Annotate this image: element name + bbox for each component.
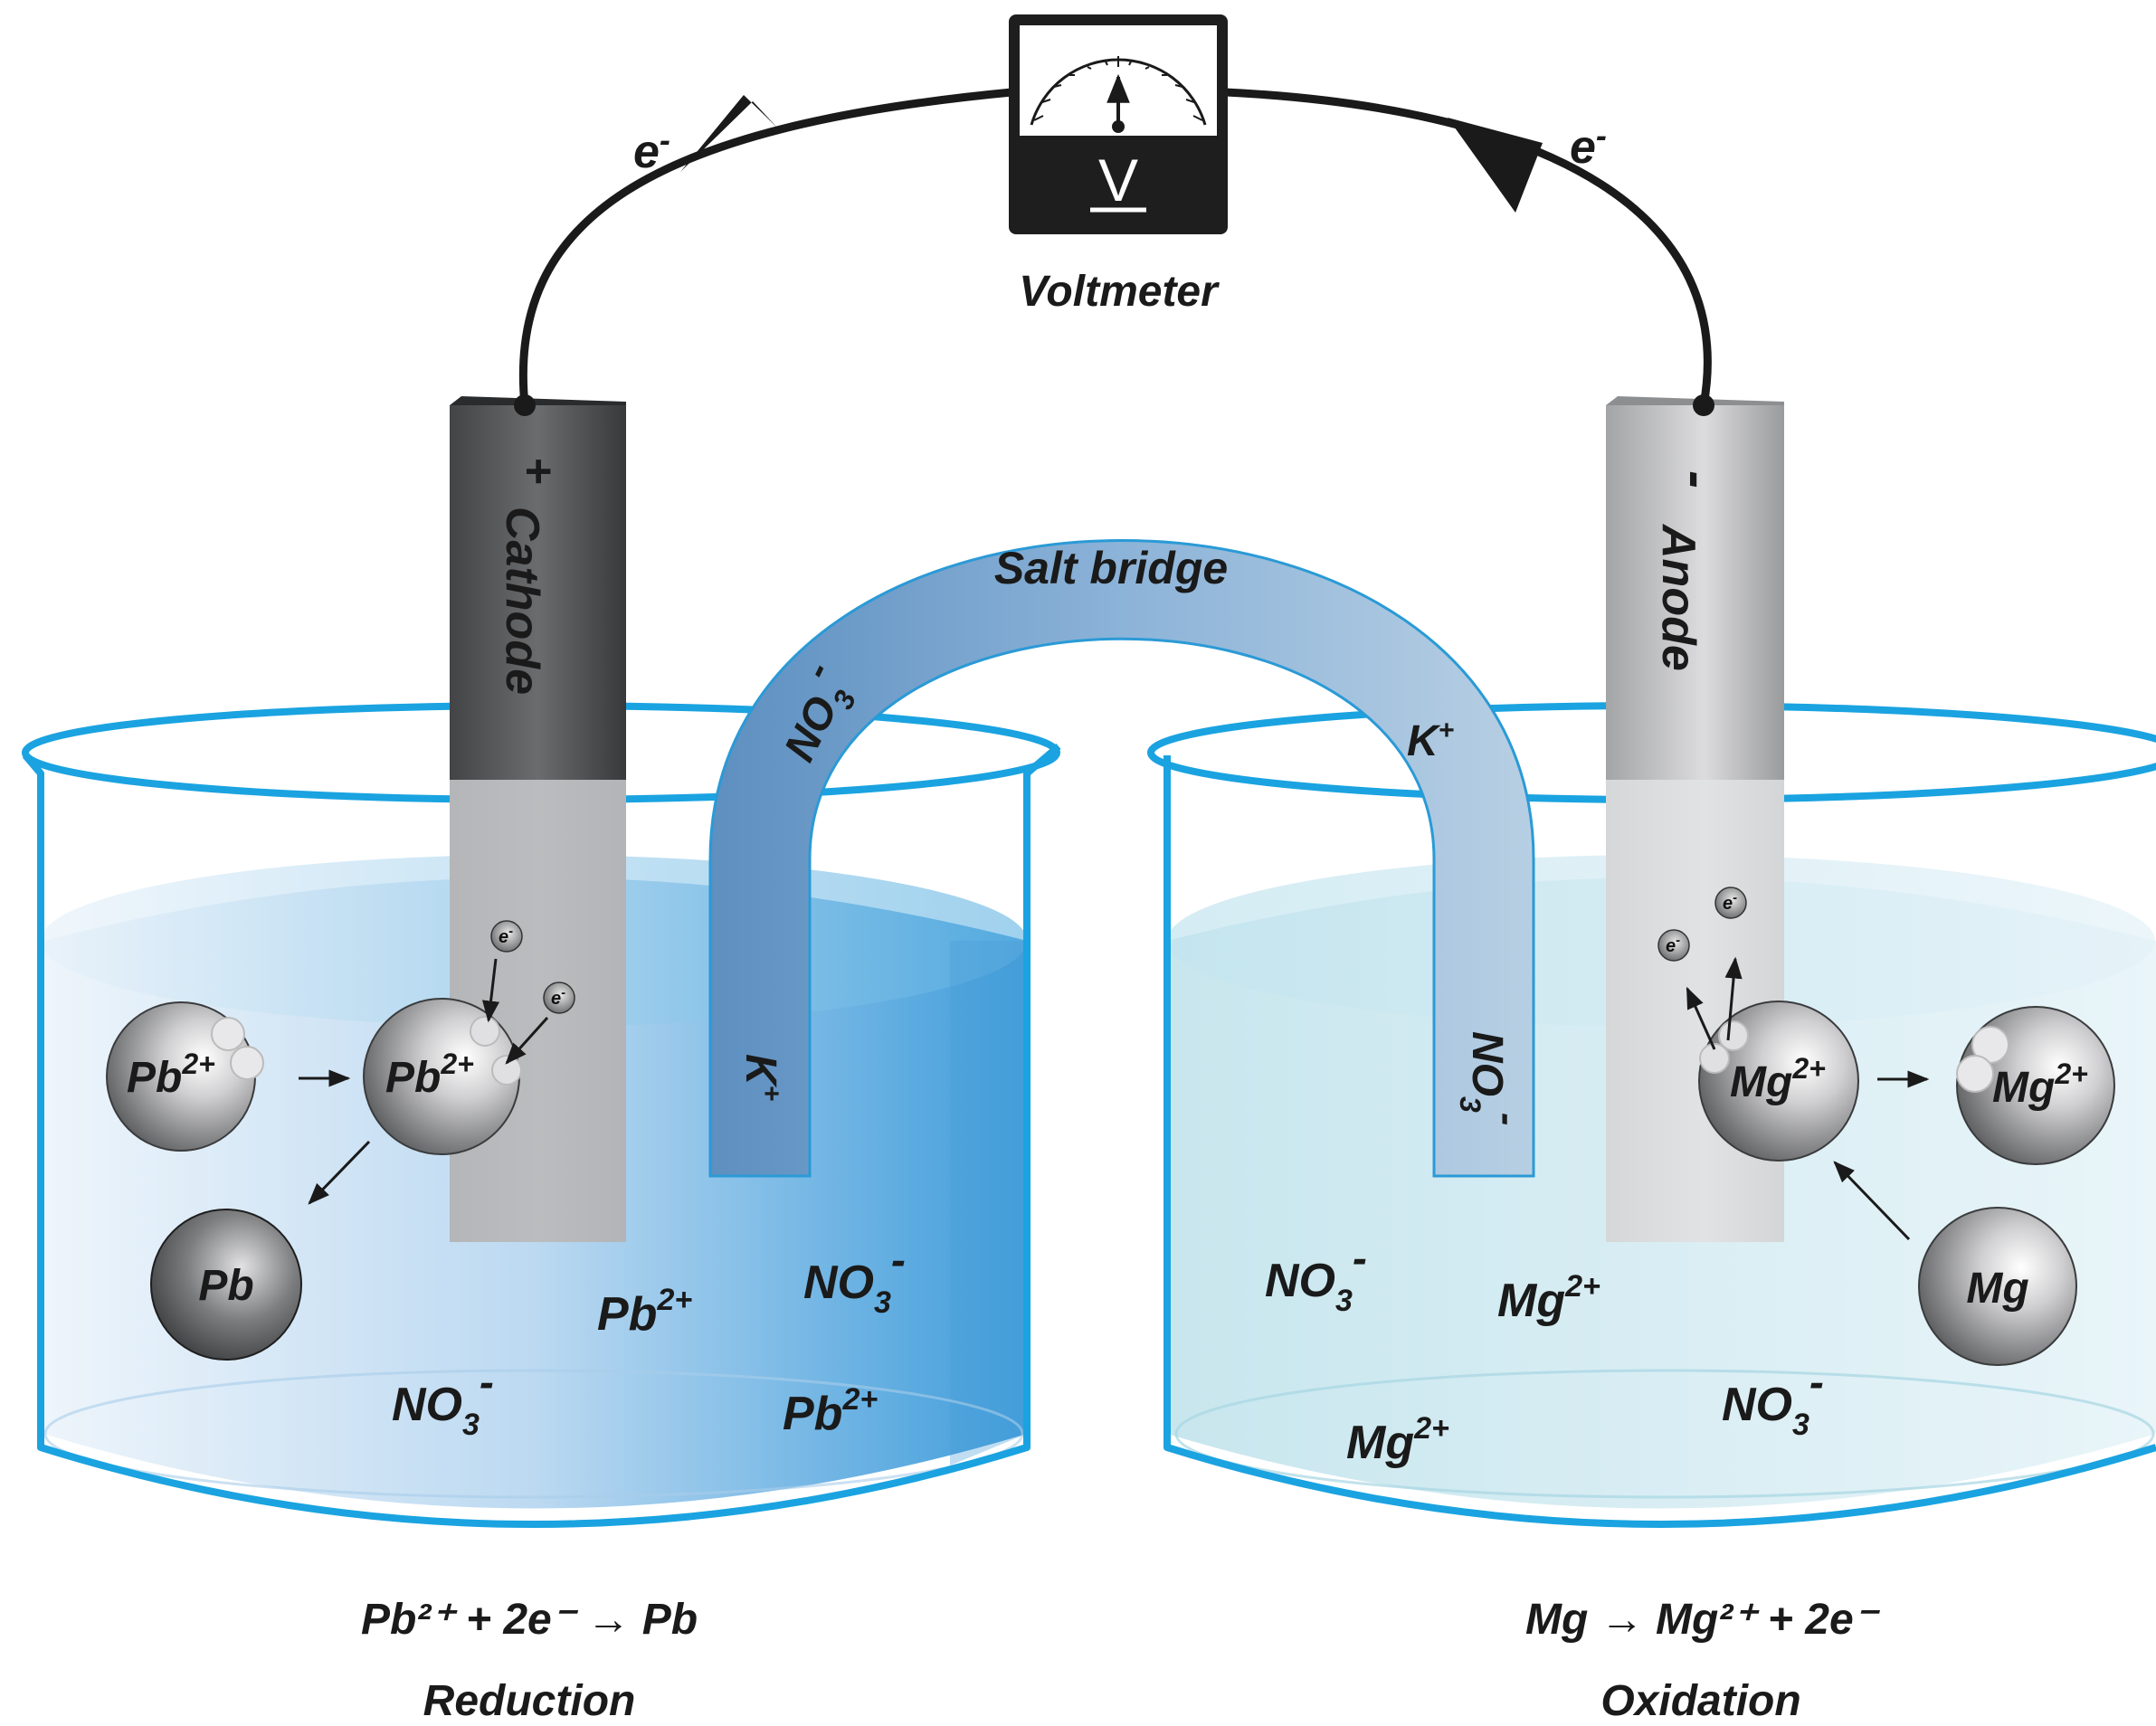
arrow-pb-ion-to-metal bbox=[308, 1140, 371, 1205]
left-beaker-glass bbox=[22, 743, 1061, 1528]
arrow-electron-right-2 bbox=[1686, 986, 1716, 1050]
wire-right bbox=[1225, 88, 1712, 406]
cathode-sign: + bbox=[512, 457, 565, 484]
mg-metal-atom: Mg bbox=[1918, 1207, 2077, 1366]
right-ion-no3-2: NO3- bbox=[1722, 1359, 1824, 1442]
bridge-anion-right: NO3- bbox=[1454, 1031, 1530, 1125]
electron-label-left: e- bbox=[633, 121, 670, 178]
right-ion-no3-1: NO3- bbox=[1265, 1235, 1367, 1318]
pb-metal-label: Pb bbox=[198, 1262, 253, 1310]
reduction-equation: Pb²⁺ + 2e⁻ → Pb bbox=[361, 1596, 698, 1644]
oxidation-equation: Mg → Mg²⁺ + 2e⁻ bbox=[1525, 1596, 1881, 1644]
mg-ion-label-1: Mg2+ bbox=[1730, 1052, 1826, 1106]
electron-left-1-label: e- bbox=[499, 924, 513, 947]
electron-arrow-right-icon bbox=[1448, 118, 1543, 213]
arrow-electron-right-1 bbox=[1724, 956, 1743, 1041]
left-ion-pb-1: Pb2+ bbox=[597, 1283, 692, 1341]
electron-left-1: e- bbox=[490, 920, 523, 953]
electron-left-2: e- bbox=[543, 982, 575, 1014]
voltmeter-ticks bbox=[1033, 56, 1203, 121]
pb-ion-label-1: Pb2+ bbox=[127, 1048, 215, 1102]
electron-left-2-label: e- bbox=[551, 985, 565, 1009]
arrow-electron-left-1 bbox=[481, 958, 500, 1023]
right-beaker-glass bbox=[1163, 755, 2156, 1528]
electron-right-1: e- bbox=[1714, 887, 1747, 919]
anode-sign: - bbox=[1667, 470, 1728, 488]
right-ion-mg-1: Mg2+ bbox=[1497, 1269, 1600, 1327]
anode-label: Anode bbox=[1652, 523, 1705, 671]
bridge-cation-left: K+ bbox=[736, 1054, 786, 1101]
pb-metal-atom: Pb bbox=[150, 1209, 302, 1361]
mg-ion-atom-2: Mg2+ bbox=[1956, 1006, 2115, 1165]
cathode-electrode bbox=[450, 394, 626, 1242]
left-ion-no3-1: NO3- bbox=[803, 1237, 906, 1320]
left-ion-pb-2: Pb2+ bbox=[783, 1382, 878, 1440]
left-ion-no3-2: NO3- bbox=[392, 1359, 494, 1442]
right-ion-mg-2: Mg2+ bbox=[1346, 1411, 1449, 1469]
electron-right-1-label: e- bbox=[1723, 890, 1737, 914]
pb-ion-atom-2: Pb2+ bbox=[363, 998, 522, 1155]
wire-left bbox=[518, 88, 1012, 406]
voltmeter-symbol: V bbox=[1098, 147, 1138, 213]
pb-ion-atom-1: Pb2+ bbox=[106, 1001, 264, 1152]
salt-bridge-label: Salt bridge bbox=[994, 543, 1228, 593]
arrow-mg-metal-to-ion bbox=[1833, 1161, 1911, 1241]
electron-right-2: e- bbox=[1657, 929, 1690, 962]
arrow-electron-left-2 bbox=[505, 1016, 549, 1065]
bridge-cation-right: K+ bbox=[1407, 716, 1454, 765]
mg-ion-atom-1: Mg2+ bbox=[1698, 1001, 1859, 1162]
voltmeter-label: Voltmeter bbox=[1019, 268, 1220, 316]
reduction-label: Reduction bbox=[423, 1677, 636, 1725]
oxidation-label: Oxidation bbox=[1600, 1677, 1800, 1725]
electron-right-2-label: e- bbox=[1666, 933, 1680, 956]
mg-ion-label-2: Mg2+ bbox=[1992, 1057, 2088, 1112]
pb-ion-label-2: Pb2+ bbox=[385, 1048, 474, 1102]
mg-metal-label: Mg bbox=[1966, 1265, 2028, 1313]
salt-bridge bbox=[708, 539, 1535, 1178]
cathode-label: Cathode bbox=[496, 507, 548, 695]
voltmeter: V bbox=[1009, 14, 1228, 234]
electron-label-right: e- bbox=[1570, 117, 1607, 174]
